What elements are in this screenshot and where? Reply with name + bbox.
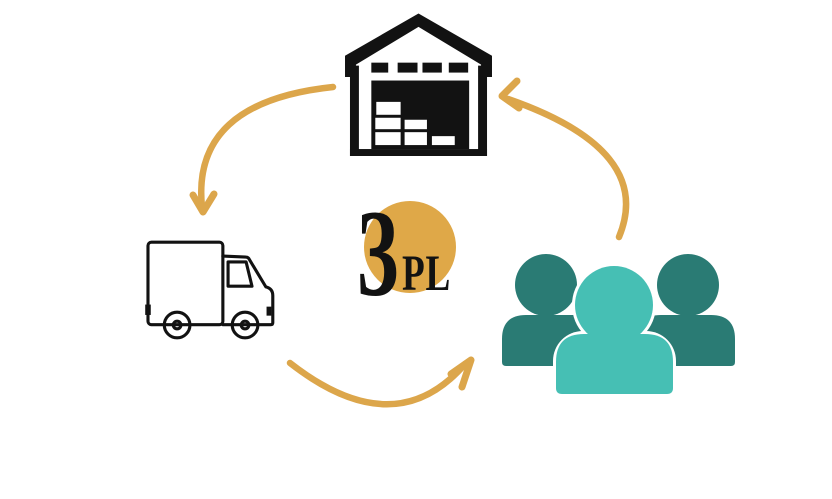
warehouse-vent — [397, 62, 418, 73]
arrowhead-left-icon — [498, 77, 523, 112]
person-head — [575, 266, 653, 344]
crate — [376, 101, 401, 115]
warehouse-vent — [448, 62, 469, 73]
emblem-suffix: PL — [402, 244, 451, 300]
crate — [404, 119, 427, 130]
emblem-number: 3 — [357, 195, 399, 300]
truck-rear-hub — [171, 319, 183, 331]
crate — [404, 132, 427, 146]
arrow-customers-to-warehouse — [504, 95, 630, 241]
3pl-emblem: 3 PL — [357, 195, 456, 300]
arrow-warehouse-to-truck — [197, 83, 337, 211]
truck-rear-bumper — [145, 304, 151, 315]
arrowhead-upright-icon — [447, 356, 475, 391]
arrowhead-down-icon — [189, 190, 218, 216]
warehouse-icon — [345, 13, 492, 156]
warehouse-crates — [375, 101, 455, 146]
front-person — [556, 266, 673, 394]
crate — [375, 132, 401, 146]
warehouse-wall-left — [349, 65, 359, 156]
crate — [375, 117, 401, 130]
warehouse-wall-right — [478, 65, 488, 156]
customers-group-icon — [502, 254, 735, 396]
person-head — [657, 254, 719, 316]
person-body — [556, 334, 673, 394]
warehouse-vent — [422, 62, 442, 73]
truck-cargo-box — [146, 240, 225, 327]
emblem-gold-circle — [364, 201, 456, 293]
warehouse-base — [349, 149, 488, 156]
truck-rear-wheel — [162, 310, 192, 340]
warehouse-vent — [371, 62, 389, 73]
truck-front-bumper — [266, 306, 272, 316]
truck-front-wheel — [230, 310, 260, 340]
cycle-arrows — [189, 77, 630, 408]
crate — [431, 136, 455, 146]
truck-outline — [146, 240, 275, 340]
delivery-truck-icon — [145, 240, 275, 340]
truck-window — [226, 260, 254, 288]
truck-cab — [221, 254, 275, 327]
warehouse-roof — [345, 13, 492, 78]
truck-front-hub — [239, 319, 251, 331]
arrow-truck-to-customers — [286, 359, 469, 408]
truck-bumpers — [145, 304, 272, 316]
person-head — [515, 254, 577, 316]
